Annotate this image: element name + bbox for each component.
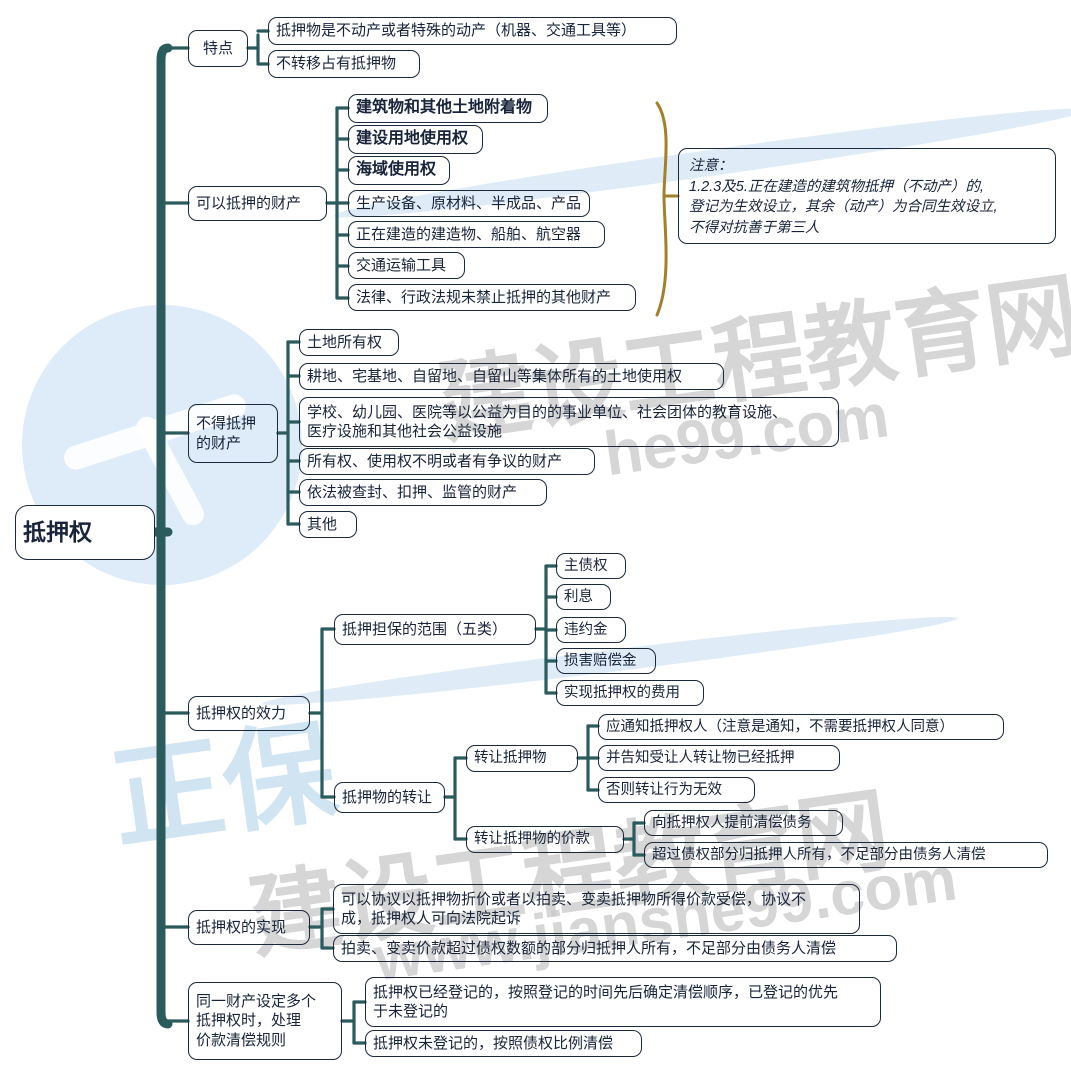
node-tongyi-child-1-label: 抵押权已经登记的，按照登记的时间先后确定清偿顺序，已登记的优先 于未登记的 — [373, 983, 839, 1020]
node-keyi-child-1-label: 建筑物和其他土地附着物 — [356, 99, 533, 117]
node-bude-child-5-label: 依法被查封、扣押、监管的财产 — [307, 483, 518, 501]
node-shixian-child-2-label: 拍卖、变卖价款超过债权数额的部分归抵押人所有，不足部分由债务人清偿 — [341, 939, 837, 957]
node-keyi-child-5[interactable]: 正在建造的建造物、船舶、航空器 — [348, 221, 605, 248]
node-fanwei-child-3-label: 违约金 — [564, 621, 608, 638]
node-tongyi[interactable]: 同一财产设定多个 抵押权时，处理 价款清偿规则 — [188, 982, 342, 1060]
node-jiakuan-child-2[interactable]: 超过债权部分归抵押人所有，不足部分由债务人清偿 — [644, 842, 1048, 868]
node-zry-child-3-label: 否则转让行为无效 — [606, 781, 722, 798]
node-bude-child-4[interactable]: 所有权、使用权不明或者有争议的财产 — [299, 448, 595, 475]
node-shixian-label: 抵押权的实现 — [196, 918, 287, 936]
node-keyi-label: 可以抵押的财产 — [196, 194, 302, 212]
node-fanwei-child-2-label: 利息 — [564, 588, 593, 605]
node-bude-child-3[interactable]: 学校、幼儿园、医院等以公益为目的的事业单位、社会团体的教育设施、 医疗设施和其他… — [299, 397, 839, 447]
node-tongyi-child-1[interactable]: 抵押权已经登记的，按照登记的时间先后确定清偿顺序，已登记的优先 于未登记的 — [365, 977, 881, 1027]
node-fanwei-label: 抵押担保的范围（五类） — [342, 620, 508, 638]
node-tongyi-child-2[interactable]: 抵押权未登记的，按照债权比例清偿 — [365, 1030, 642, 1057]
root-label: 抵押权 — [23, 518, 92, 545]
node-jiakuan[interactable]: 转让抵押物的价款 — [466, 826, 624, 853]
note-box-keyi-text: 注意： 1.2.3及5.正在建造的建筑物抵押（不动产）的, 登记为生效设立，其余… — [689, 158, 998, 236]
node-bude-child-6-label: 其他 — [307, 515, 338, 533]
node-tedian-child-1-label: 抵押物是不动产或者特殊的动产（机器、交通工具等） — [276, 22, 637, 40]
node-tedian-child-1[interactable]: 抵押物是不动产或者特殊的动产（机器、交通工具等） — [268, 17, 677, 45]
node-fanwei-child-4[interactable]: 损害赔偿金 — [556, 648, 656, 674]
node-tedian-child-2-label: 不转移占有抵押物 — [276, 55, 397, 73]
node-fanwei-child-5[interactable]: 实现抵押权的费用 — [556, 680, 704, 706]
node-shixian-child-1[interactable]: 可以协议以抵押物折价或者以拍卖、变卖抵押物所得价款受偿，协议不 成，抵押权人可向… — [333, 884, 860, 934]
node-fanwei-child-5-label: 实现抵押权的费用 — [564, 684, 680, 701]
node-fanwei[interactable]: 抵押担保的范围（五类） — [334, 614, 536, 645]
node-shixian[interactable]: 抵押权的实现 — [188, 910, 310, 945]
node-zry[interactable]: 转让抵押物 — [466, 745, 578, 772]
node-keyi-child-3-label: 海域使用权 — [356, 161, 437, 179]
node-keyi-child-1[interactable]: 建筑物和其他土地附着物 — [348, 94, 548, 123]
node-fanwei-child-1[interactable]: 主债权 — [556, 553, 626, 579]
node-keyi-child-4-label: 生产设备、原材料、半成品、产品 — [356, 194, 582, 212]
node-bude-label: 不得抵押 的财产 — [196, 415, 257, 452]
node-keyi-child-6[interactable]: 交通运输工具 — [348, 252, 465, 279]
node-bude[interactable]: 不得抵押 的财产 — [188, 404, 278, 463]
node-zhuanrang[interactable]: 抵押物的转让 — [334, 782, 445, 813]
node-tedian-label: 特点 — [202, 39, 233, 57]
node-zry-child-3[interactable]: 否则转让行为无效 — [598, 777, 755, 803]
node-jiakuan-child-2-label: 超过债权部分归抵押人所有，不足部分由债务人清偿 — [652, 846, 986, 863]
node-bude-child-3-label: 学校、幼儿园、医院等以公益为目的的事业单位、社会团体的教育设施、 医疗设施和其他… — [307, 403, 788, 440]
node-fanwei-child-4-label: 损害赔偿金 — [564, 652, 637, 669]
node-zry-child-1[interactable]: 应通知抵押权人（注意是通知，不需要抵押权人同意） — [598, 714, 1004, 740]
node-shixian-child-1-label: 可以协议以抵押物折价或者以拍卖、变卖抵押物所得价款受偿，协议不 成，抵押权人可向… — [341, 890, 807, 927]
node-tedian-child-2[interactable]: 不转移占有抵押物 — [268, 50, 420, 78]
node-bude-child-5[interactable]: 依法被查封、扣押、监管的财产 — [299, 479, 547, 506]
node-zry-child-1-label: 应通知抵押权人（注意是通知，不需要抵押权人同意） — [606, 718, 954, 735]
node-bude-child-1[interactable]: 土地所有权 — [299, 329, 399, 356]
note-box-keyi: 注意： 1.2.3及5.正在建造的建筑物抵押（不动产）的, 登记为生效设立，其余… — [678, 148, 1056, 244]
node-tedian[interactable]: 特点 — [188, 30, 248, 67]
node-bude-child-4-label: 所有权、使用权不明或者有争议的财产 — [307, 452, 563, 470]
node-fanwei-child-2[interactable]: 利息 — [556, 584, 611, 610]
node-fanwei-child-3[interactable]: 违约金 — [556, 617, 626, 643]
node-jiakuan-label: 转让抵押物的价款 — [474, 831, 590, 848]
node-keyi-child-4[interactable]: 生产设备、原材料、半成品、产品 — [348, 190, 590, 217]
node-bude-child-1-label: 土地所有权 — [307, 333, 383, 351]
node-xiaoli-label: 抵押权的效力 — [196, 704, 287, 722]
node-keyi-child-6-label: 交通运输工具 — [356, 256, 447, 274]
node-tongyi-label: 同一财产设定多个 抵押权时，处理 价款清偿规则 — [196, 993, 317, 1049]
golden-brace — [655, 101, 668, 317]
node-jiakuan-child-1[interactable]: 向抵押权人提前清偿债务 — [644, 810, 843, 836]
root-node[interactable]: 抵押权 — [15, 505, 155, 560]
node-keyi-child-2[interactable]: 建设用地使用权 — [348, 125, 483, 154]
node-bude-child-2[interactable]: 耕地、宅基地、自留地、自留山等集体所有的土地使用权 — [299, 363, 724, 390]
node-zry-child-2[interactable]: 并告知受让人转让物已经抵押 — [598, 745, 840, 771]
node-keyi-child-5-label: 正在建造的建造物、船舶、航空器 — [356, 225, 582, 243]
node-keyi-child-3[interactable]: 海域使用权 — [348, 156, 450, 185]
node-zhuanrang-label: 抵押物的转让 — [342, 788, 433, 806]
node-keyi[interactable]: 可以抵押的财产 — [188, 186, 327, 221]
node-tongyi-child-2-label: 抵押权未登记的，按照债权比例清偿 — [373, 1034, 614, 1052]
node-jiakuan-child-1-label: 向抵押权人提前清偿债务 — [652, 814, 812, 831]
node-xiaoli[interactable]: 抵押权的效力 — [188, 696, 310, 731]
node-keyi-child-7[interactable]: 法律、行政法规未禁止抵押的其他财产 — [348, 284, 636, 311]
node-shixian-child-2[interactable]: 拍卖、变卖价款超过债权数额的部分归抵押人所有，不足部分由债务人清偿 — [333, 935, 897, 962]
node-keyi-child-2-label: 建设用地使用权 — [356, 130, 469, 148]
node-bude-child-2-label: 耕地、宅基地、自留地、自留山等集体所有的土地使用权 — [307, 367, 683, 385]
node-fanwei-child-1-label: 主债权 — [564, 557, 608, 574]
node-zry-label: 转让抵押物 — [474, 750, 547, 767]
node-bude-child-6[interactable]: 其他 — [299, 511, 357, 538]
node-keyi-child-7-label: 法律、行政法规未禁止抵押的其他财产 — [356, 288, 612, 306]
node-zry-child-2-label: 并告知受让人转让物已经抵押 — [606, 749, 795, 766]
